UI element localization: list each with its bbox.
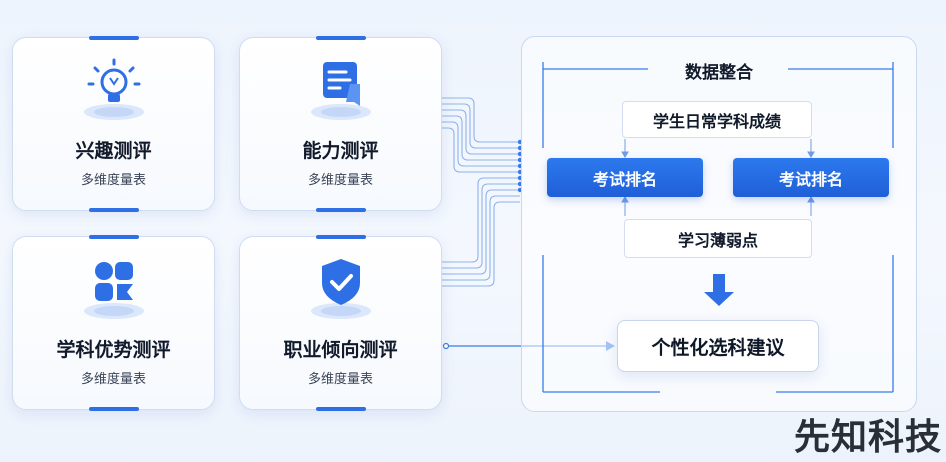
card-subtitle: 多维度量表 — [80, 372, 146, 387]
personalized-suggestion-box: 个性化选科建议 — [617, 320, 819, 372]
lightbulb-icon — [83, 58, 144, 120]
card-title: 兴趣测评 — [75, 140, 152, 162]
weak-points-box: 学习薄弱点 — [624, 219, 812, 258]
card-subtitle: 多维度量表 — [307, 372, 373, 387]
card-subtitle: 多维度量表 — [80, 173, 146, 188]
card-career-tendency-assessment[interactable]: 职业倾向测评 多维度量表 — [239, 235, 442, 411]
company-watermark: 先知科技 — [793, 417, 942, 458]
panel-title: 数据整合 — [685, 63, 753, 83]
card-title: 能力测评 — [302, 140, 379, 162]
shield-check-icon — [310, 259, 371, 319]
card-interest-assessment[interactable]: 兴趣测评 多维度量表 — [12, 36, 215, 212]
daily-scores-box: 学生日常学科成绩 — [622, 101, 812, 138]
card-subject-advantage-assessment[interactable]: 学科优势测评 多维度量表 — [12, 235, 215, 411]
card-ability-assessment[interactable]: 能力测评 多维度量表 — [239, 36, 442, 212]
card-title: 学科优势测评 — [56, 339, 171, 361]
apps-blocks-icon — [83, 262, 144, 319]
card-subtitle: 多维度量表 — [307, 173, 373, 188]
exam-rank-right-box: 考试排名 — [733, 158, 889, 197]
exam-rank-left-box: 考试排名 — [547, 158, 703, 197]
chat-document-icon — [310, 62, 371, 120]
card-title: 职业倾向测评 — [283, 339, 398, 361]
